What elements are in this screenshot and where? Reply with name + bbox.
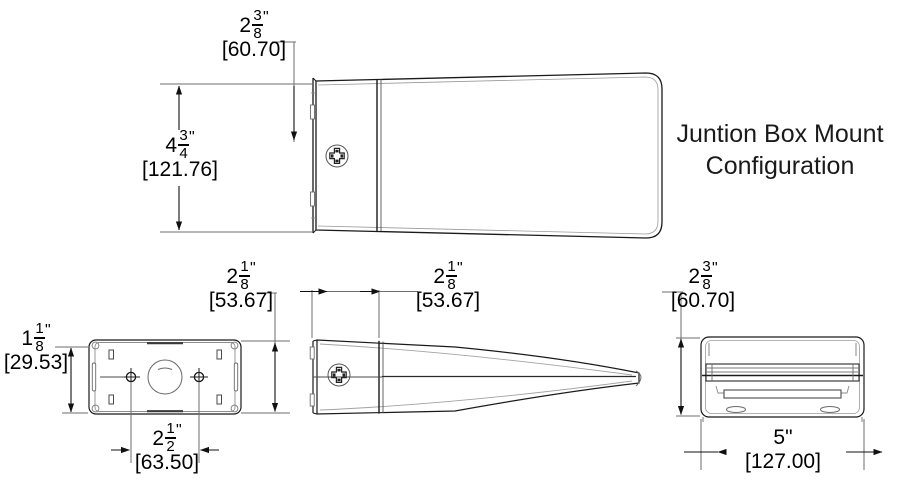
inch-mark: " [189,129,195,146]
dim-whole: 1 [21,326,33,350]
dimension-hole-spacing [111,382,219,463]
inch-mark: " [250,260,256,277]
dim-whole: 5" [773,425,793,449]
fraction-bar [165,437,176,439]
fraction-bar [252,24,263,26]
dim-millimeters: [60.70] [670,289,736,312]
dimension-plate-edge [55,346,88,414]
dimension-label-top-width: 2 3 8 " [60.70] [214,8,294,61]
dim-millimeters: [29.53] [3,351,69,374]
end-elevation-view [700,336,865,422]
title-line-1: Juntion Box Mount [676,120,884,148]
inch-mark: " [176,422,182,439]
dim-millimeters: [53.67] [415,289,481,312]
dim-millimeters: [127.00] [745,450,821,473]
dimension-label-plate-height: 2 1 8 " [53.67] [198,259,284,312]
title-block: Juntion Box Mount Configuration [660,118,900,182]
dimension-label-plate-edge: 1 1 8 " [29.53] [0,321,74,374]
dimension-label-hole-spacing: 2 1 2 " [63.50] [129,421,205,474]
fraction-bar [34,337,45,339]
dim-numerator: 1 [240,258,249,276]
dimension-end-width [684,419,883,470]
dimension-front-height [160,83,312,233]
dim-numerator: 1 [447,258,456,276]
dim-denominator: 8 [447,275,456,293]
dim-numerator: 1 [35,320,44,338]
front-elevation-view [310,72,663,239]
dimension-end-height [662,291,700,417]
dim-denominator: 8 [702,275,711,293]
dimension-label-profile-depth: 2 1 8 " [53.67] [405,259,491,312]
dim-denominator: 8 [253,24,262,42]
dim-whole: 2 [226,264,238,288]
dim-whole: 2 [152,426,164,450]
title-line-2: Configuration [705,152,855,180]
dim-whole: 2 [688,264,700,288]
dim-millimeters: [53.67] [208,289,274,312]
dim-millimeters: [63.50] [134,451,200,474]
inch-mark: " [263,9,269,26]
dim-whole: 2 [239,13,251,37]
inch-mark: " [45,322,51,339]
fraction-bar [239,275,250,277]
fraction-bar [446,275,457,277]
dim-denominator: 2 [166,437,175,455]
fraction-bar [701,275,712,277]
dimension-label-end-height: 2 3 8 " [60.70] [660,259,746,312]
dimension-label-end-width: 5" [127.00] [742,424,824,473]
dim-numerator: 3 [179,127,188,145]
dimension-label-front-height: 4 3 4 " [121.76] [130,128,230,181]
dim-whole: 4 [165,133,177,157]
dim-denominator: 8 [240,275,249,293]
back-plate-plan-view [88,339,242,415]
dim-whole: 2 [433,264,445,288]
dim-denominator: 4 [179,144,188,162]
dimension-profile-depth [300,288,418,338]
dim-millimeters: [121.76] [142,158,218,181]
fraction-bar [178,144,189,146]
dim-numerator: 3 [253,7,262,25]
side-profile-view [309,339,642,415]
dim-millimeters: [60.70] [221,38,287,61]
inch-mark: " [457,260,463,277]
inch-mark: " [712,260,718,277]
dimension-top-width [272,41,298,142]
dim-numerator: 3 [702,258,711,276]
dim-denominator: 8 [35,337,44,355]
dim-numerator: 1 [166,420,175,438]
dimension-plate-height [241,292,290,414]
